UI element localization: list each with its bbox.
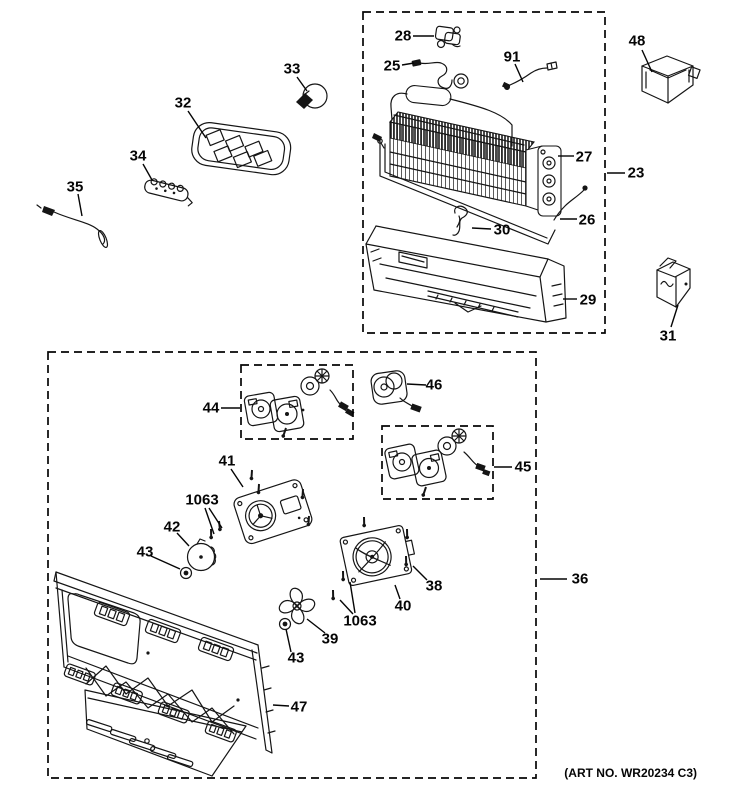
fan-motor-drawing-42 [186, 538, 217, 572]
leader-line-43 [285, 628, 292, 653]
part-label-44: 44 [203, 400, 220, 417]
defrost-heater-drawing [372, 133, 588, 245]
fan-motor-drawing-46 [370, 370, 422, 413]
assembly-box-45 [381, 425, 494, 500]
damper-assembly-drawing-45 [384, 428, 491, 487]
grommet-drawing-43b [278, 617, 292, 631]
leader-line-1063 [208, 507, 223, 529]
assembly-box-44 [240, 364, 354, 440]
light-bulb-drawing [296, 83, 328, 109]
leader-line-35 [77, 193, 83, 217]
screw-drawing-set [204, 427, 430, 602]
part-label-31: 31 [660, 328, 677, 345]
sensor-wire-drawing-25 [411, 59, 469, 89]
leader-line-91 [514, 63, 524, 83]
leader-line-46 [406, 383, 427, 386]
fan-assembly-drawing-40 [339, 525, 416, 586]
part-label-91: 91 [504, 49, 521, 66]
part-label-43: 43 [288, 650, 305, 667]
part-label-25: 25 [384, 58, 401, 75]
leader-line-47 [272, 704, 290, 707]
part-label-45: 45 [515, 459, 532, 476]
leader-line-1063 [349, 581, 356, 614]
wire-harness-drawing-35 [36, 204, 109, 249]
part-label-39: 39 [322, 631, 339, 648]
leader-line-43 [150, 555, 181, 570]
leader-line-48 [641, 49, 653, 73]
part-label-26: 26 [579, 212, 596, 229]
leader-line-1063 [339, 599, 354, 615]
leader-line-40 [394, 584, 401, 600]
fan-mounting-plate-drawing-41 [233, 479, 313, 545]
lamp-bracket-drawing [144, 178, 193, 207]
assembly-box-23 [362, 11, 606, 334]
leader-line-38 [412, 565, 428, 581]
leader-line-41 [230, 468, 244, 488]
part-label-29: 29 [580, 292, 597, 309]
mounting-cover-drawing-48 [641, 55, 701, 104]
leader-line-25 [401, 62, 415, 66]
evaporator-coil-drawing [377, 85, 562, 217]
leader-line-1063 [204, 507, 215, 535]
part-label-30: 30 [494, 222, 511, 239]
part-label-1063: 1063 [343, 613, 376, 630]
part-label-35: 35 [67, 179, 84, 196]
part-label-42: 42 [164, 519, 181, 536]
sensor-wire-drawing-91 [502, 61, 558, 90]
leader-line-42 [176, 532, 190, 547]
leader-line-33 [296, 76, 308, 92]
grommet-drawing-43a [179, 566, 193, 580]
leader-line-32 [187, 110, 207, 139]
part-label-34: 34 [130, 148, 147, 165]
part-label-43: 43 [137, 544, 154, 561]
light-shield-drawing [191, 122, 292, 176]
assembly-box-36 [47, 351, 537, 779]
leader-line-31 [670, 304, 679, 328]
part-label-40: 40 [395, 598, 412, 615]
part-label-41: 41 [219, 453, 236, 470]
part-label-33: 33 [284, 61, 301, 78]
part-label-28: 28 [395, 28, 412, 45]
part-label-36: 36 [572, 571, 589, 588]
part-label-23: 23 [628, 165, 645, 182]
fan-blade-drawing [278, 587, 316, 625]
part-label-32: 32 [175, 95, 192, 112]
leader-line-34 [142, 163, 153, 181]
damper-assembly-drawing-44 [243, 368, 355, 433]
art-number-text: (ART NO. WR20234 C3) [564, 766, 697, 780]
callout-layer: 28 25 91 27 23 26 30 29 48 31 32 33 34 35 44 46 45 41 1063… [47, 11, 679, 779]
part-label-1063: 1063 [185, 492, 218, 509]
leader-line-30 [471, 227, 492, 230]
drain-clip-drawing [452, 205, 468, 236]
part-label-47: 47 [291, 699, 308, 716]
freezer-back-panel-drawing [53, 571, 276, 777]
leader-line-39 [306, 618, 326, 634]
part-label-48: 48 [629, 33, 646, 50]
defrost-thermostat-drawing [434, 25, 461, 49]
part-label-27: 27 [576, 149, 593, 166]
drain-trough-drawing [365, 225, 567, 323]
part-label-38: 38 [426, 578, 443, 595]
wire-clip-drawing-31 [656, 257, 691, 308]
part-label-46: 46 [426, 377, 443, 394]
